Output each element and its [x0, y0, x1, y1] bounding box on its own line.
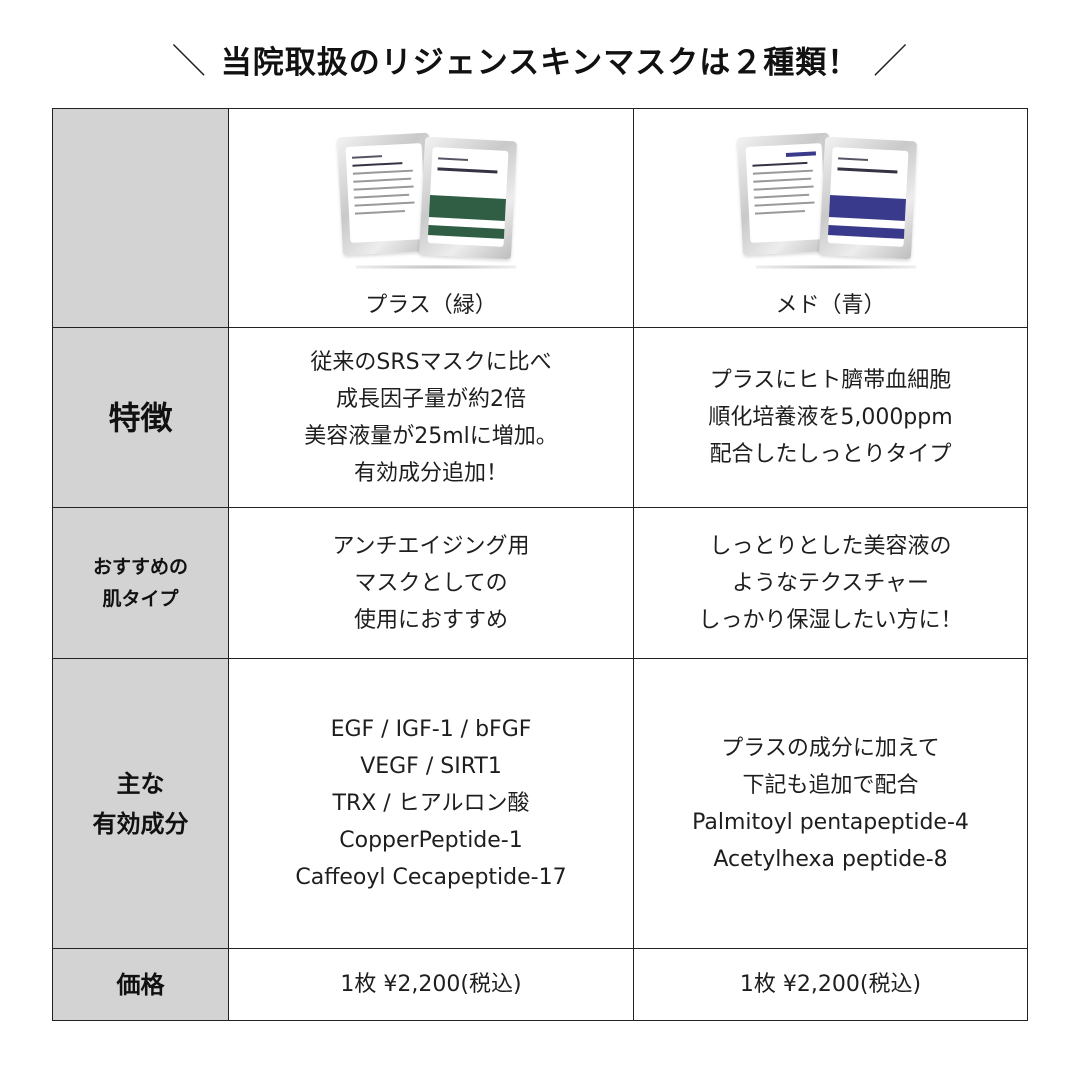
- features-med: プラスにヒト臍帯血細胞 順化培養液を5,000ppm 配合したしっとりタイプ: [633, 327, 1028, 508]
- ingredients-plus: EGF / IGF-1 / bFGF VEGF / SIRT1 TRX / ヒア…: [228, 658, 634, 949]
- title-left-slash: ＼: [171, 42, 207, 82]
- table-row-skin-type: おすすめの 肌タイプ アンチエイジング用 マスクとしての 使用におすすめ しっと…: [52, 507, 1028, 659]
- product-header-row: プラス（緑）: [52, 108, 1028, 328]
- row-label-features: 特徴: [52, 327, 229, 508]
- page-title: ＼ 当院取扱のリジェンスキンマスクは２種類！ ／: [0, 34, 1080, 83]
- price-med: 1枚 ¥2,200(税込): [633, 948, 1028, 1021]
- product-cell-plus: プラス（緑）: [228, 108, 634, 328]
- row-label-ingredients: 主な 有効成分: [52, 658, 229, 949]
- product-cell-med: メド（青）: [633, 108, 1028, 328]
- row-label-price: 価格: [52, 948, 229, 1021]
- product-name-plus: プラス（緑）: [365, 293, 497, 318]
- product-image-med: [736, 129, 926, 271]
- ingredients-med: プラスの成分に加えて 下記も追加で配合 Palmitoyl pentapepti…: [633, 658, 1028, 949]
- product-name-med: メド（青）: [775, 293, 886, 318]
- mask-package-front-icon: [818, 136, 917, 260]
- table-row-features: 特徴 従来のSRSマスクに比べ 成長因子量が約2倍 美容液量が25mlに増加。 …: [52, 327, 1028, 508]
- price-plus: 1枚 ¥2,200(税込): [228, 948, 634, 1021]
- comparison-table: プラス（緑）: [52, 108, 1028, 1021]
- table-row-ingredients: 主な 有効成分 EGF / IGF-1 / bFGF VEGF / SIRT1 …: [52, 658, 1028, 949]
- skin-type-plus: アンチエイジング用 マスクとしての 使用におすすめ: [228, 507, 634, 659]
- mask-package-front-icon: [418, 136, 518, 260]
- skin-type-med: しっとりとした美容液の ようなテクスチャー しっかり保湿したい方に！: [633, 507, 1028, 659]
- product-image-plus: [336, 129, 526, 271]
- corner-cell: [52, 108, 229, 328]
- title-text: 当院取扱のリジェンスキンマスクは２種類！: [220, 45, 860, 81]
- row-label-skin-type: おすすめの 肌タイプ: [52, 507, 229, 659]
- table-row-price: 価格 1枚 ¥2,200(税込) 1枚 ¥2,200(税込): [52, 948, 1028, 1021]
- features-plus: 従来のSRSマスクに比べ 成長因子量が約2倍 美容液量が25mlに増加。 有効成…: [228, 327, 634, 508]
- title-right-slash: ／: [873, 42, 909, 82]
